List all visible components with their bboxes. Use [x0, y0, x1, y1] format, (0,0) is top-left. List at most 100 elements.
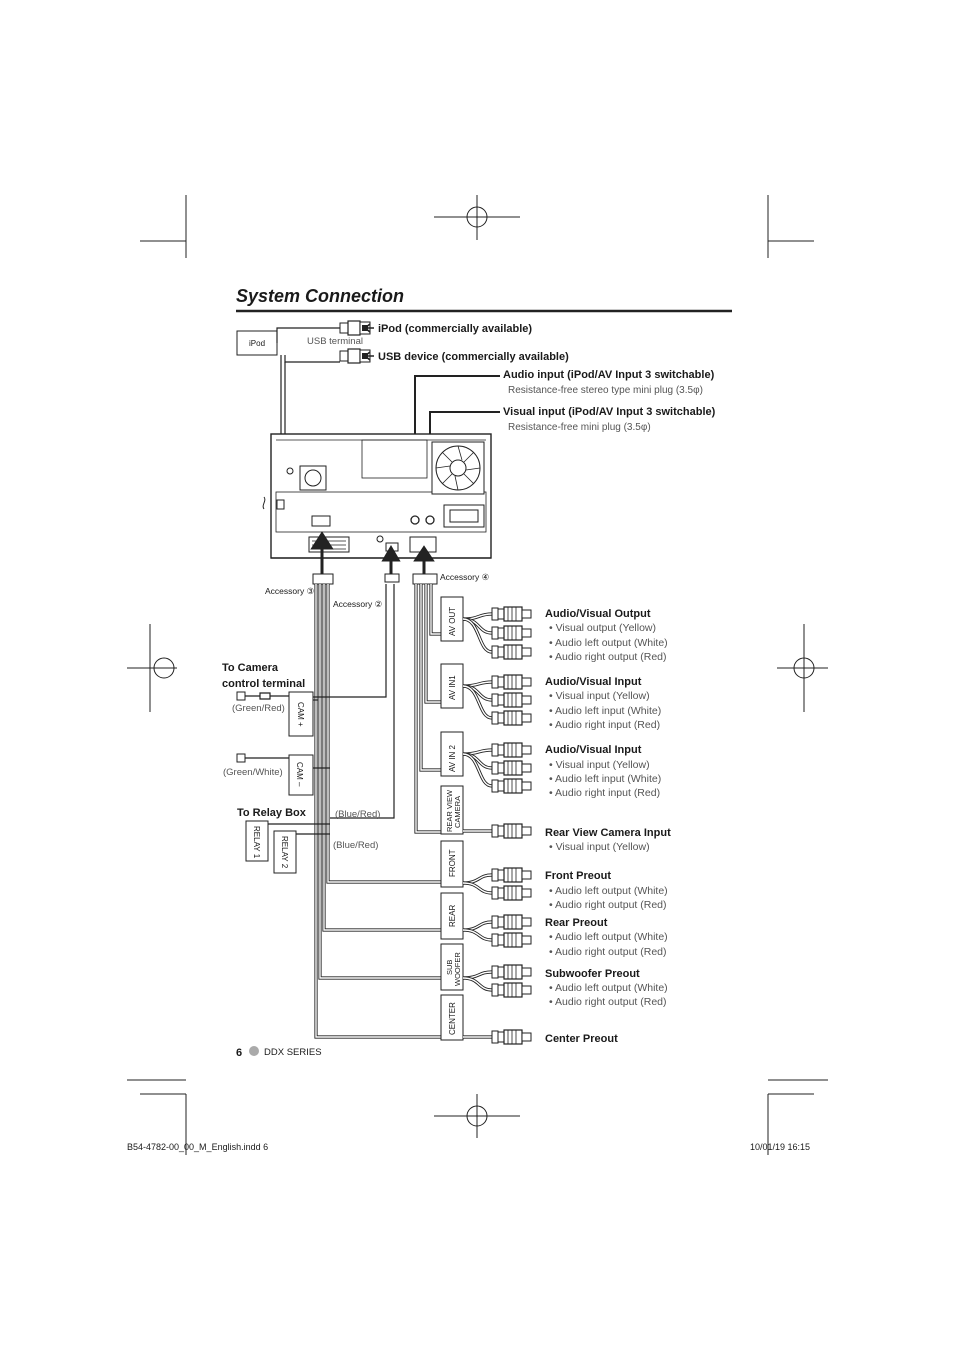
rca-plug-icon — [491, 867, 532, 883]
cp-title: Center Preout — [545, 1033, 618, 1045]
avi1-item-2: • Audio left input (White) — [549, 705, 661, 717]
sp-title: Subwoofer Preout — [545, 968, 640, 980]
fp-title: Front Preout — [545, 870, 611, 882]
rca-plug-icon — [491, 1029, 532, 1045]
rca-plug-icon — [491, 885, 532, 901]
accessory2-connector — [384, 573, 400, 583]
rear-view-label-1: REAR VIEW — [445, 789, 454, 832]
rca-plug-icon — [491, 692, 532, 708]
avi2-item-1: • Visual input (Yellow) — [549, 759, 650, 771]
av-in1-label: AV IN1 — [448, 675, 457, 700]
accessory4-label: Accessory ④ — [440, 572, 490, 582]
rca-plug-icon — [491, 644, 532, 660]
avi1-item-1: • Visual input (Yellow) — [549, 690, 650, 702]
sub-label-2: WOOFER — [453, 952, 462, 986]
avo-item-3: • Audio right output (Red) — [549, 651, 667, 663]
accessory2-label: Accessory ② — [333, 599, 383, 609]
rca-plug-icon — [491, 742, 532, 758]
front-label: FRONT — [448, 849, 457, 877]
visual-input-sub: Resistance-free mini plug (3.5φ) — [508, 422, 651, 433]
rp-item-2: • Audio right output (Red) — [549, 946, 667, 958]
av-out-label: AV OUT — [448, 607, 457, 636]
ipod-label: iPod (commercially available) — [378, 323, 532, 335]
rear-label: REAR — [448, 905, 457, 927]
arrow-icon — [363, 351, 374, 361]
audio-input-title: Audio input (iPod/AV Input 3 switchable) — [503, 369, 715, 381]
avo-item-1: • Visual output (Yellow) — [549, 622, 656, 634]
connector-blocks: AV OUT AV IN1 AV IN 2 REAR VIEW CAMERA F… — [440, 596, 464, 1041]
center-label: CENTER — [448, 1002, 457, 1035]
sub-label-1: SUB — [445, 960, 454, 975]
blue-red-label-1: (Blue/Red) — [335, 809, 380, 820]
usb-terminal-label: USB terminal — [307, 336, 363, 347]
av-harness — [414, 584, 441, 834]
accessory3-label: Accessory ③ — [265, 586, 315, 596]
usb-cable-top — [284, 355, 340, 363]
rca-plug-icon — [491, 710, 532, 726]
relay-title: To Relay Box — [237, 807, 307, 819]
rca-plug-icon — [491, 982, 532, 998]
relay2-box — [273, 830, 297, 874]
rear-view-label-2: CAMERA — [453, 796, 462, 828]
arrow-icon — [363, 323, 374, 333]
rca-cables — [462, 612, 493, 1039]
rp-title: Rear Preout — [545, 917, 608, 929]
av-in2-label: AV IN 2 — [448, 744, 457, 772]
footer-file: B54-4782-00_00_M_English.indd 6 — [127, 1142, 268, 1152]
visual-input-title: Visual input (iPod/AV Input 3 switchable… — [503, 406, 716, 418]
rca-plug-icon — [491, 606, 532, 622]
rca-plug-icon — [491, 964, 532, 980]
sp-item-2: • Audio right output (Red) — [549, 996, 667, 1008]
blue-red-label-2: (Blue/Red) — [333, 840, 378, 851]
accessory4-connector — [412, 573, 438, 585]
rp-item-1: • Audio left output (White) — [549, 931, 668, 943]
ipod-box-label: iPod — [249, 339, 265, 348]
relay1-label: RELAY 1 — [252, 826, 261, 859]
head-unit-rear-panel — [262, 433, 492, 559]
avi2-item-3: • Audio right input (Red) — [549, 787, 660, 799]
cam-minus-box — [288, 754, 314, 796]
avi1-item-3: • Audio right input (Red) — [549, 719, 660, 731]
series-label: DDX SERIES — [264, 1047, 322, 1058]
rca-plug-icon — [491, 778, 532, 794]
audio-input-sub: Resistance-free stereo type mini plug (3… — [508, 385, 703, 396]
rca-plug-icon — [491, 674, 532, 690]
rca-plug-icon — [491, 625, 532, 641]
fp-item-2: • Audio right output (Red) — [549, 899, 667, 911]
rvc-title: Rear View Camera Input — [545, 827, 671, 839]
cam-plus-box — [288, 691, 314, 737]
rca-plug-icon — [491, 932, 532, 948]
avi2-title: Audio/Visual Input — [545, 744, 642, 756]
fp-item-1: • Audio left output (White) — [549, 885, 668, 897]
ipod-device-box — [236, 330, 278, 356]
crop-marks — [127, 195, 828, 1155]
camera-title-2: control terminal — [222, 678, 305, 690]
avi1-title: Audio/Visual Input — [545, 676, 642, 688]
page-title: System Connection — [236, 286, 404, 306]
relay1-box — [245, 820, 269, 862]
page-bullet-icon — [249, 1046, 259, 1056]
green-white-label: (Green/White) — [223, 767, 283, 778]
avi2-item-2: • Audio left input (White) — [549, 773, 661, 785]
rvc-item-1: • Visual input (Yellow) — [549, 841, 650, 853]
sp-item-1: • Audio left output (White) — [549, 982, 668, 994]
avo-item-2: • Audio left output (White) — [549, 637, 668, 649]
accessory3-connector — [312, 573, 334, 585]
usb-device-label: USB device (commercially available) — [378, 351, 569, 363]
rca-plug-icon — [491, 823, 532, 839]
relay2-label: RELAY 2 — [280, 836, 289, 869]
arrow-up-icon — [310, 531, 334, 578]
cam-plus-label: CAM + — [296, 702, 305, 727]
cam-plus-terminal-icon — [236, 691, 246, 701]
rca-plug-icon — [491, 914, 532, 930]
page-number: 6 — [236, 1047, 242, 1059]
cam-minus-terminal-icon — [236, 753, 246, 763]
ipod-cable — [276, 327, 340, 343]
avo-title: Audio/Visual Output — [545, 608, 651, 620]
cam-minus-label: CAM – — [295, 762, 304, 787]
rca-plug-icon — [491, 760, 532, 776]
main-harness — [246, 584, 441, 1039]
green-red-label: (Green/Red) — [232, 703, 285, 714]
camera-title-1: To Camera — [222, 662, 279, 674]
